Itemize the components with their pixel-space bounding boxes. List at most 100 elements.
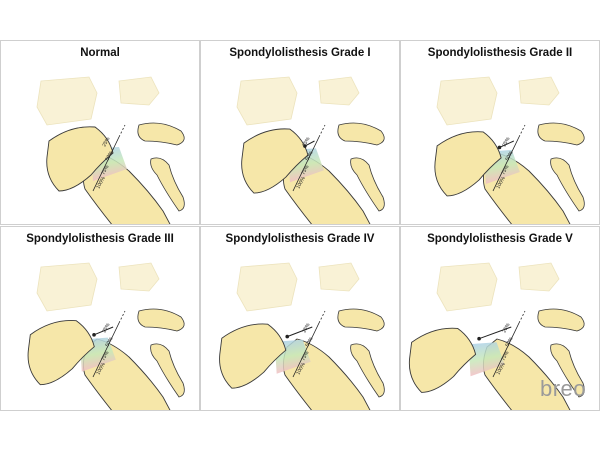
panel-normal: Normal 25%50%75%100% xyxy=(0,40,200,225)
spine-illustration: 25% 50% 75%100% xyxy=(434,76,585,224)
upper-process-faded xyxy=(118,76,160,106)
grade-line-dashed xyxy=(518,124,526,138)
slip-arrow-head xyxy=(497,145,502,150)
spinous-process xyxy=(337,308,385,332)
upper-vertebra-faded xyxy=(436,262,498,312)
grading-lines xyxy=(92,310,126,378)
grade-line-anterior xyxy=(292,136,320,192)
upper-vertebra-faded xyxy=(36,262,98,312)
percent-label: 100% xyxy=(495,175,507,190)
slip-arrow-shaft xyxy=(304,140,315,147)
slipped-vertebra-group xyxy=(46,126,114,192)
slipped-vertebra xyxy=(434,131,502,197)
panel-title: Spondylolisthesis Grade IV xyxy=(225,233,375,245)
slip-arrow-head xyxy=(285,334,290,339)
panel-title: Spondylolisthesis Grade V xyxy=(427,233,573,245)
panel-grade-4: Spondylolisthesis Grade IV 25% 50% 75%100% xyxy=(200,226,400,411)
percent-label: 50% xyxy=(304,150,314,162)
panel-title: Spondylolisthesis Grade III xyxy=(26,233,174,245)
intervertebral-disc xyxy=(468,342,505,377)
slipped-vertebra-group xyxy=(408,327,477,393)
slipped-vertebra-group xyxy=(434,131,502,197)
spine-illustration: 25% 50% 75%100% xyxy=(219,262,385,410)
upper-vertebra-faded xyxy=(436,76,498,126)
percent-label: 100% xyxy=(295,175,307,190)
slipped-vertebra-group xyxy=(219,323,287,389)
spondylolisthesis-grid: Normal 25%50%75%100% Spondylolisthesis G… xyxy=(0,40,600,411)
disc-region xyxy=(468,342,505,377)
grade-line-dashed xyxy=(318,124,326,138)
slipped-vertebra xyxy=(408,327,477,393)
grading-lines xyxy=(292,124,326,192)
percent-label: 75% xyxy=(300,350,310,362)
percent-label: 25% xyxy=(301,322,311,334)
spine-illustration: 25% 50% 75%100% xyxy=(36,76,185,224)
facet-process xyxy=(150,157,185,212)
percent-label: 50% xyxy=(304,336,314,348)
percent-label: 25% xyxy=(501,322,511,334)
percent-label: 100% xyxy=(495,361,507,376)
facet-process xyxy=(550,343,585,398)
grading-lines xyxy=(492,124,526,192)
upper-process-faded xyxy=(518,76,560,106)
slip-arrow-head xyxy=(477,336,481,341)
upper-process-faded xyxy=(118,262,160,292)
percent-label: 50% xyxy=(104,150,114,162)
slip-arrow-head xyxy=(92,333,96,337)
grade-line-anterior xyxy=(92,322,120,378)
percent-label: 75% xyxy=(300,164,310,176)
grade-line-anterior xyxy=(492,322,520,378)
spinous-process xyxy=(137,122,185,146)
facet-process xyxy=(350,343,385,398)
percent-label: 75% xyxy=(100,350,110,362)
percent-label: 25% xyxy=(101,322,111,334)
grade-line-dashed xyxy=(118,124,126,138)
slipped-vertebra-group xyxy=(241,128,309,194)
slipped-vertebra xyxy=(241,128,309,194)
upper-vertebra-faded xyxy=(236,76,298,126)
grade-line-dashed xyxy=(318,310,326,324)
panel-grade-1: Spondylolisthesis Grade I 25%50%75%100% xyxy=(200,40,400,225)
percent-label: 50% xyxy=(104,336,114,348)
upper-vertebra-faded xyxy=(36,76,98,126)
percent-label: 25% xyxy=(501,136,511,148)
grading-lines xyxy=(285,310,326,378)
percent-label: 100% xyxy=(95,175,107,190)
grade-line-anterior xyxy=(292,322,320,378)
percent-label: 100% xyxy=(295,361,307,376)
percent-label: 25% xyxy=(101,136,111,148)
percent-label: 75% xyxy=(500,164,510,176)
spinous-process xyxy=(137,308,185,332)
upper-vertebra-faded xyxy=(236,262,298,312)
slip-arrow-shaft xyxy=(478,326,512,340)
spine-illustration: 25% 50% 75%100% xyxy=(408,262,585,410)
spine-illustration: 25% 50% 75%100% xyxy=(27,262,185,410)
spine-illustration: 25%50%75%100% xyxy=(236,76,385,224)
slip-arrow-shaft xyxy=(93,326,114,336)
percent-label: 50% xyxy=(504,150,514,162)
percent-label: 50% xyxy=(504,336,514,348)
panel-title: Spondylolisthesis Grade I xyxy=(229,47,371,59)
slipped-vertebra xyxy=(46,126,114,192)
slip-arrow-shaft xyxy=(499,140,515,148)
upper-process-faded xyxy=(518,262,560,292)
slipped-vertebra xyxy=(27,320,95,386)
spinous-process xyxy=(537,308,585,332)
slipped-vertebra xyxy=(219,323,287,389)
grade-line-dashed xyxy=(118,310,126,324)
panel-grade-2: Spondylolisthesis Grade II 25% 50% 75%100% xyxy=(400,40,600,225)
grading-lines xyxy=(92,124,126,192)
percent-label: 75% xyxy=(100,164,110,176)
breo-logo: breo xyxy=(540,376,586,402)
percent-label: 75% xyxy=(500,350,510,362)
upper-process-faded xyxy=(318,262,360,292)
spinous-process xyxy=(537,122,585,146)
slip-arrow-head xyxy=(303,144,307,148)
grade-line-dashed xyxy=(518,310,526,324)
spinous-process xyxy=(337,122,385,146)
percent-label: 100% xyxy=(95,361,107,376)
grade-line-anterior xyxy=(492,136,520,192)
facet-process xyxy=(150,343,185,398)
panel-title: Spondylolisthesis Grade II xyxy=(427,47,573,59)
facet-process xyxy=(550,157,585,212)
